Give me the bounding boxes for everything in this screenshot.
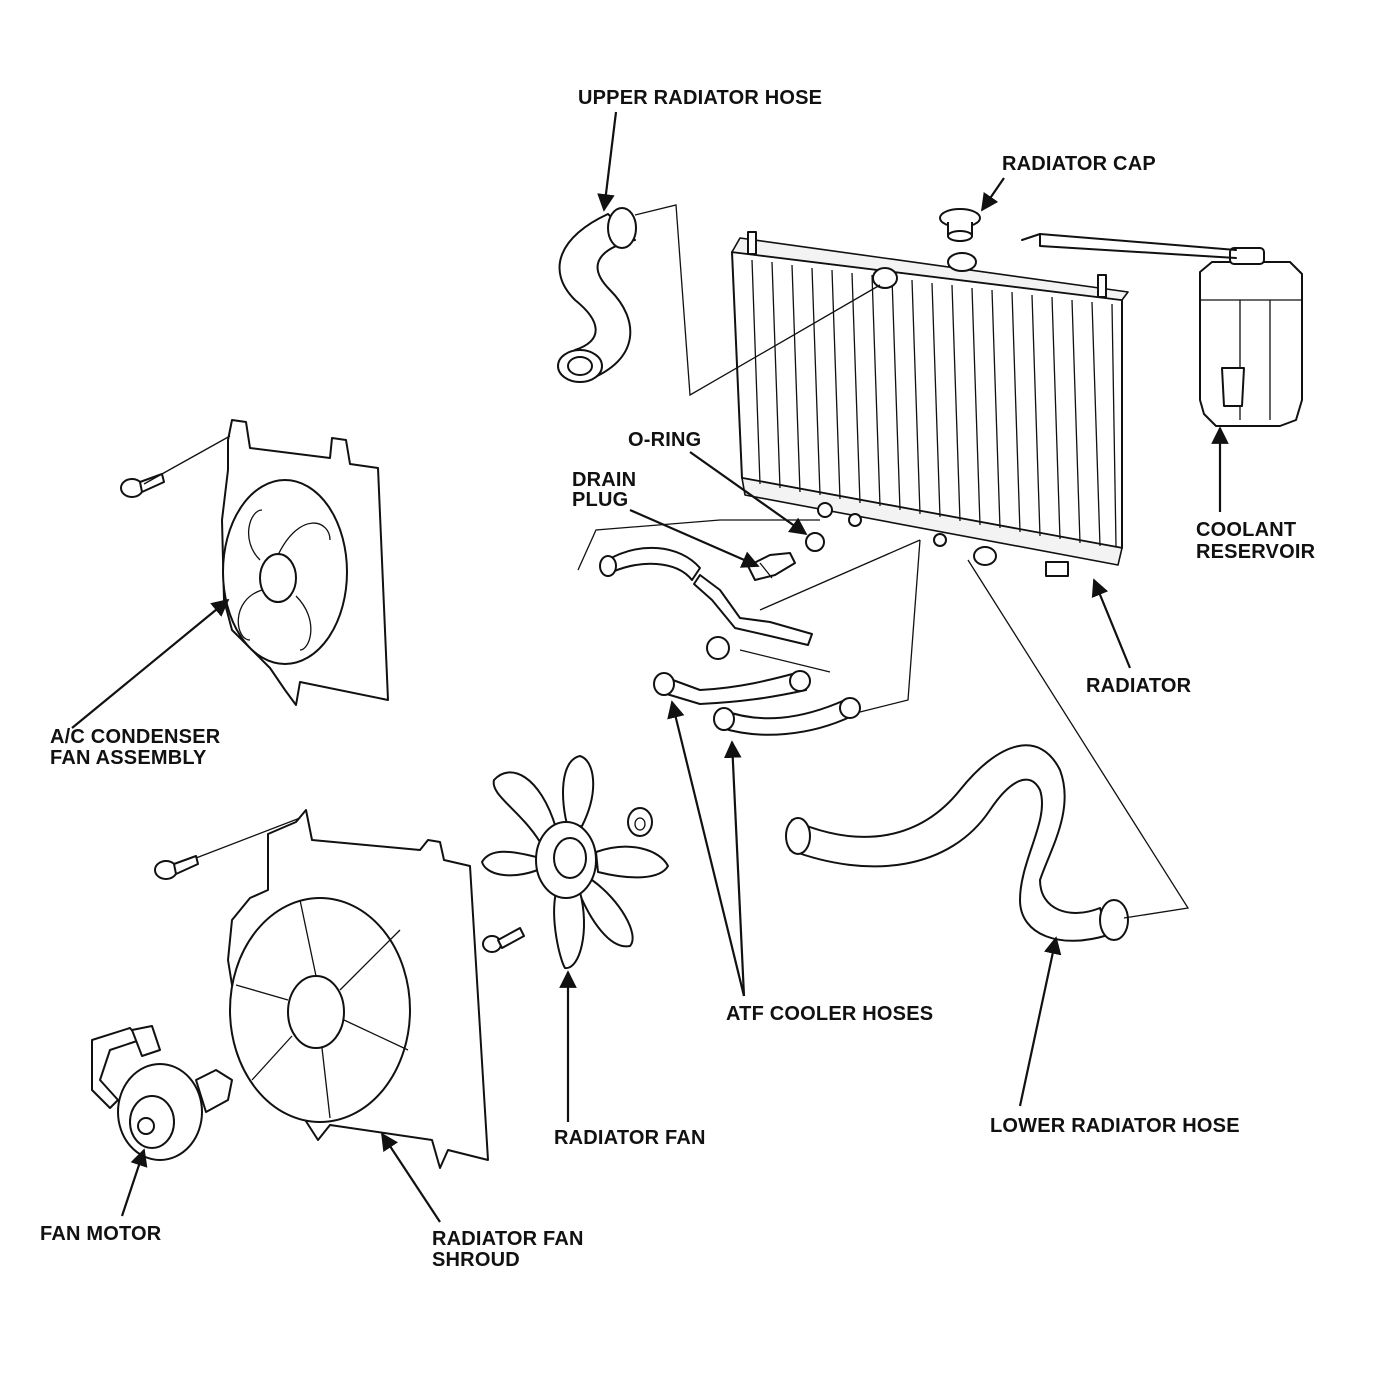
atf-fitting: [933, 533, 947, 547]
leader-lower-radiator-hose: [1018, 936, 1062, 1107]
motor-shaft: [137, 1117, 155, 1135]
mount-pin: [1097, 274, 1107, 298]
label-lower-radiator-hose: LOWER RADIATOR HOSE: [990, 1115, 1240, 1137]
leader-drain-plug: [629, 508, 760, 568]
ac-condenser-fan-assembly: [120, 419, 389, 706]
assembly-line: [967, 559, 1190, 919]
radiator-lower-outlet: [973, 546, 997, 566]
drain-port: [817, 502, 833, 518]
label-radiator-fan-shroud-line1: RADIATOR FAN: [432, 1228, 584, 1250]
label-coolant-reservoir-line2: RESERVOIR: [1196, 541, 1316, 563]
assembly-line: [634, 204, 881, 397]
label-ac-condenser-line1: A/C CONDENSER: [50, 726, 221, 748]
label-fan-motor: FAN MOTOR: [40, 1223, 162, 1245]
label-atf-cooler-hoses: ATF COOLER HOSES: [726, 1003, 933, 1025]
radiator-upper-inlet: [872, 267, 898, 289]
assembly-line: [859, 539, 921, 713]
leader-upper-radiator-hose: [597, 111, 618, 212]
fan-hub: [259, 553, 297, 603]
label-radiator: RADIATOR: [1086, 675, 1192, 697]
assembly-line: [577, 519, 820, 571]
atf-hose-end: [789, 670, 811, 692]
label-o-ring: O-RING: [628, 429, 701, 451]
labels: UPPER RADIATOR HOSE RADIATOR CAP O-RING …: [40, 87, 1316, 1271]
leader-radiator-fan-shroud: [381, 1132, 441, 1223]
leader-ac-condenser: [71, 598, 230, 729]
nut: [627, 807, 653, 837]
radiator: [731, 231, 1129, 577]
label-radiator-cap: RADIATOR CAP: [1002, 153, 1156, 175]
label-radiator-fan: RADIATOR FAN: [554, 1127, 706, 1149]
motor-connector: [131, 1025, 161, 1057]
shroud-hub: [287, 975, 345, 1049]
label-drain-plug-line1: DRAIN: [572, 469, 636, 491]
reservoir-cap: [1229, 247, 1265, 265]
radiator-fan-shroud: [154, 809, 489, 1169]
upper-radiator-hose: [557, 207, 637, 383]
assembly-line: [195, 817, 301, 859]
atf-hose-end: [713, 707, 735, 731]
assembly-line: [143, 435, 231, 485]
label-coolant-reservoir-line1: COOLANT: [1196, 519, 1296, 541]
bolt: [482, 927, 525, 953]
label-ac-condenser-line2: FAN ASSEMBLY: [50, 747, 207, 769]
bolt: [120, 473, 165, 498]
hose-end: [785, 817, 811, 855]
o-ring: [805, 532, 825, 552]
mount-pin: [747, 231, 757, 255]
radiator-fan: [481, 755, 669, 969]
drain-plug: [747, 552, 796, 581]
leader-atf-cooler-hose-1: [667, 700, 746, 997]
label-radiator-fan-shroud-line2: SHROUD: [432, 1249, 520, 1271]
hose-end: [607, 207, 637, 249]
radiator-cap: [939, 208, 981, 242]
radiator-fins: [751, 259, 1117, 547]
atf-fitting: [848, 513, 862, 527]
leader-radiator-cap: [981, 177, 1005, 212]
fan-motor: [91, 1025, 233, 1161]
label-drain-plug-line2: PLUG: [572, 489, 628, 511]
radiator-filler-neck: [947, 252, 977, 272]
mount-bracket: [1045, 561, 1069, 577]
assembly-line: [759, 539, 921, 611]
lower-radiator-hose: [785, 744, 1129, 942]
atf-hose-end: [839, 697, 861, 719]
leader-radiator: [1091, 578, 1132, 669]
hose-end: [1099, 899, 1129, 941]
assembly-line: [739, 649, 831, 673]
leader-fan-motor: [120, 1148, 148, 1217]
atf-line-bolt: [706, 636, 730, 660]
leader-atf-cooler-hose-2: [723, 740, 746, 997]
leaders: [71, 111, 1229, 1223]
bolt: [154, 855, 199, 880]
label-upper-radiator-hose: UPPER RADIATOR HOSE: [578, 87, 822, 109]
atf-cooler-lines: [599, 546, 861, 736]
coolant-reservoir: [1021, 233, 1303, 427]
atf-hose-end: [653, 672, 675, 696]
